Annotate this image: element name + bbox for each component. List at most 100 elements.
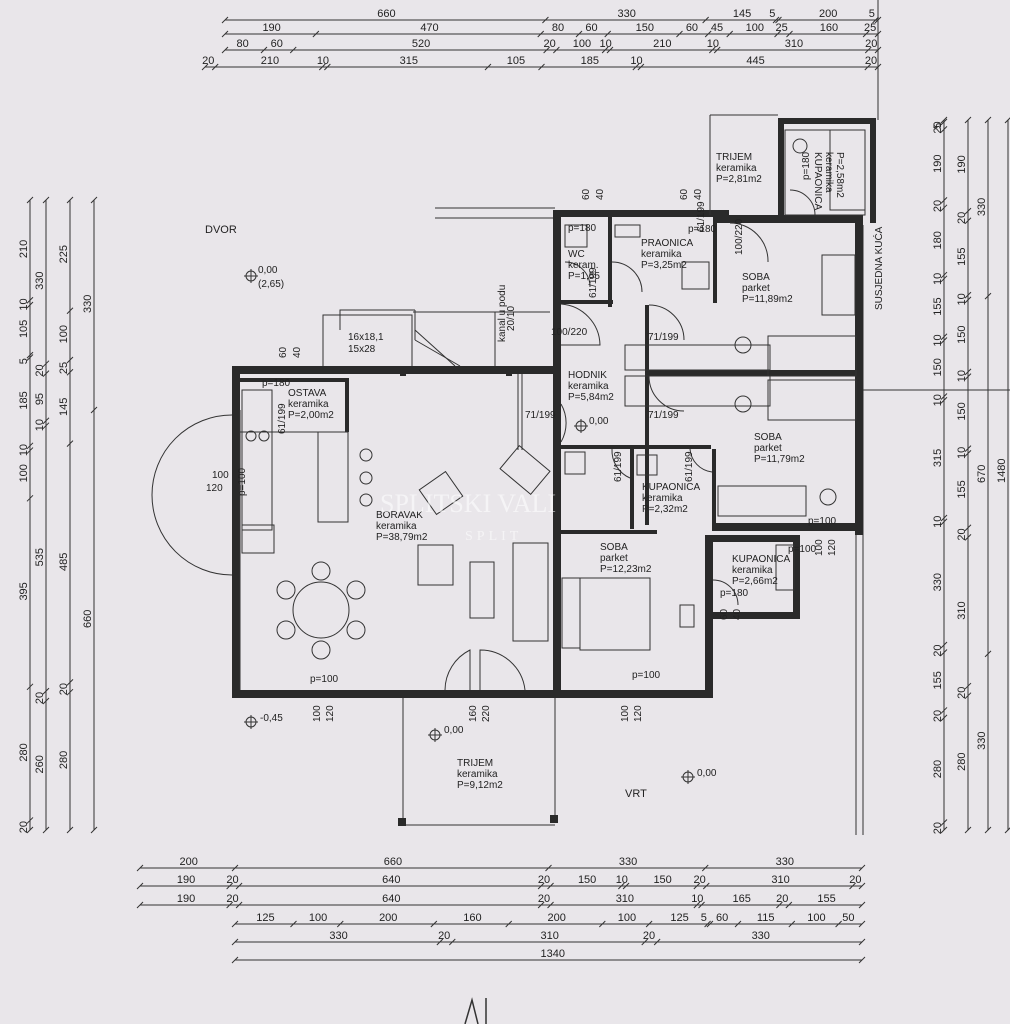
dimension-tick [26, 447, 34, 454]
dimension-value: 5 [932, 123, 944, 129]
dimension-value: 10 [932, 394, 944, 406]
room-floor: parket [754, 443, 782, 454]
dimension-tick [702, 16, 710, 24]
dimension-tick [964, 373, 972, 381]
dimension-tick [42, 687, 50, 695]
dimension-value: 210 [18, 240, 30, 258]
dimension-tick [964, 217, 972, 225]
dimension-tick [606, 46, 614, 54]
walls [232, 118, 876, 698]
svg-text:(2,65): (2,65) [258, 279, 284, 290]
north-arrow-icon [464, 997, 487, 1024]
opening-dimension: 160 [468, 705, 479, 722]
dimension-value: 20 [438, 930, 450, 942]
room-floor: parket [742, 283, 770, 294]
dimension-tick [940, 196, 948, 204]
dimension-value: 125 [256, 912, 274, 924]
stairs-label-a: 16x18,1 [348, 332, 384, 343]
dimension-tick [42, 370, 50, 377]
opening-dimension: 120 [827, 539, 838, 556]
opening-dimension: 61/199 [277, 403, 288, 434]
room-floor: keramika [732, 565, 773, 576]
opening-dimension: p=180 [720, 588, 749, 599]
dimension-value: 150 [956, 402, 968, 420]
dimension-value: 310 [616, 893, 634, 905]
dimension-tick [984, 116, 992, 124]
vrt-label: VRT [625, 788, 647, 800]
dimension-tick [26, 351, 34, 359]
dimension-value: 100 [618, 912, 636, 924]
dimension-tick [858, 864, 866, 872]
dimension-value: 20 [544, 38, 556, 50]
dimension-tick [26, 817, 34, 824]
dimension-tick [221, 46, 229, 54]
dimension-value: 60 [686, 22, 698, 34]
dimension-value: 20 [538, 893, 550, 905]
dimension-tick [604, 30, 612, 38]
dimension-value: 190 [932, 154, 944, 172]
dimension-tick [42, 360, 50, 368]
dimension-tick [42, 697, 50, 705]
dimension-tick [940, 826, 948, 834]
opening-dimension: p=100 [808, 516, 837, 527]
dimension-value: 310 [785, 38, 803, 50]
dimension-value: 660 [384, 856, 402, 868]
dimension-value: 670 [976, 465, 988, 483]
dimension-value: 20 [956, 212, 968, 224]
dimension-value: 5 [701, 912, 707, 924]
dimension-value: 20 [932, 822, 944, 834]
dimension-value: 185 [18, 391, 30, 409]
dimension-value: 310 [541, 930, 559, 942]
dimension-tick [940, 271, 948, 279]
dimension-tick [641, 938, 649, 946]
opening-dimension: p=180 [568, 223, 597, 234]
dimension-tick [235, 901, 243, 909]
dimension-tick [505, 920, 513, 928]
svg-text:0,00: 0,00 [589, 416, 609, 427]
dimension-tick [430, 920, 438, 928]
dimension-tick [136, 901, 144, 909]
dimension-value: 115 [757, 912, 775, 924]
dimension-value: 210 [653, 38, 671, 50]
level-marker: 0,00 [574, 416, 609, 433]
dimension-tick [42, 417, 50, 425]
dimension-tick [598, 920, 606, 928]
dimension-tick [858, 956, 866, 964]
dimension-value: 10 [18, 298, 30, 310]
dimension-tick [940, 337, 948, 344]
dimension-tick [701, 864, 709, 872]
dimension-tick [537, 30, 545, 38]
dimension-value: 60 [716, 912, 728, 924]
room-area: P=5,84m2 [568, 392, 614, 403]
room-area: P=12,23m2 [600, 564, 652, 575]
dimension-tick [448, 938, 456, 946]
dimension-tick [622, 882, 630, 890]
dimension-tick [964, 368, 972, 376]
dimension-value: 10 [956, 447, 968, 459]
dimension-tick [575, 30, 583, 38]
dimension-tick [260, 46, 268, 54]
dimension-value: 330 [34, 271, 46, 289]
dimension-value: 10 [630, 55, 642, 67]
room-area: P=11,89m2 [742, 294, 793, 305]
dimension-value: 60 [585, 22, 597, 34]
dimension-tick [940, 393, 948, 400]
dimension-tick [708, 46, 716, 54]
dimension-value: 535 [34, 548, 46, 566]
dimension-tick [653, 938, 661, 946]
dimension-value: 10 [932, 334, 944, 346]
dimension-tick [66, 440, 74, 447]
dimension-tick [849, 882, 856, 890]
dimension-value: 520 [412, 38, 430, 50]
dimension-value: 330 [752, 930, 770, 942]
dimension-tick [26, 354, 34, 361]
dimension-tick [226, 901, 234, 909]
dimension-tick [66, 356, 74, 364]
dimension-value: 25 [58, 362, 70, 374]
level-markers: 0,00 (2,65) 0,00 -0,45 0,00 0,00 [244, 265, 717, 784]
dimension-value: 280 [58, 751, 70, 769]
